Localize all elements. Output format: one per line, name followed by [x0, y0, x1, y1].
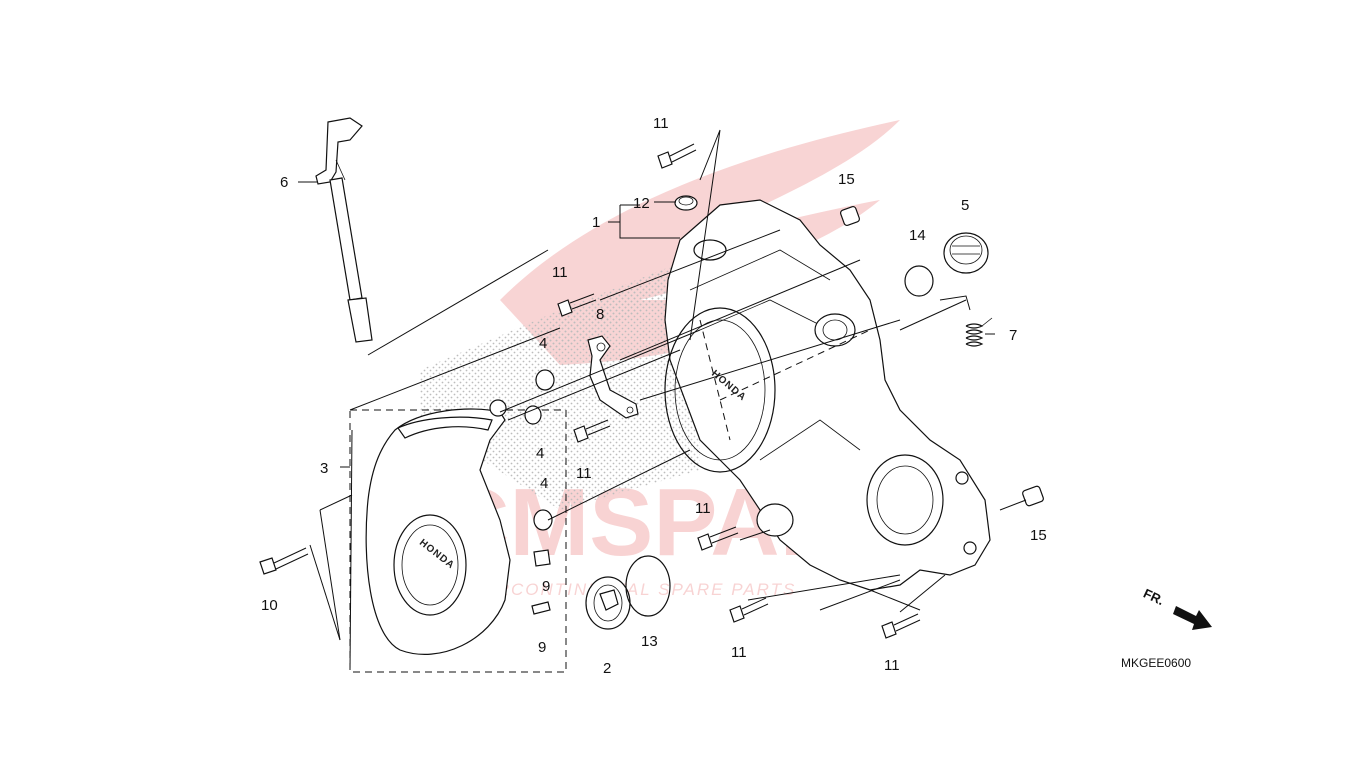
part-4-collars — [524, 369, 555, 531]
front-label: FR. — [1141, 586, 1166, 608]
callout-10: 10 — [261, 597, 278, 614]
callout-9a: 9 — [542, 578, 550, 595]
callout-labels: 1 2 3 4 4 4 5 6 7 8 9 9 10 11 11 11 11 1… — [261, 115, 1047, 677]
part-9-keys — [531, 549, 551, 615]
bolt-11-lower-right — [881, 613, 921, 639]
callout-11-lower-right: 11 — [884, 657, 900, 674]
bolt-11-center — [573, 419, 611, 443]
callout-14: 14 — [909, 227, 926, 244]
part-13-o-ring — [625, 555, 671, 617]
callout-11-center: 11 — [576, 465, 592, 482]
callout-2: 2 — [603, 660, 611, 677]
callout-3: 3 — [320, 460, 328, 477]
callout-12: 12 — [633, 195, 650, 212]
callout-9b: 9 — [538, 639, 546, 656]
part-2-plug — [585, 576, 631, 630]
bolt-11-right — [697, 526, 739, 551]
callout-11-upper-left: 11 — [552, 264, 568, 281]
callout-11-top: 11 — [653, 115, 669, 132]
front-direction-indicator: FR. — [1141, 586, 1212, 630]
callout-11-right: 11 — [695, 500, 711, 517]
leader-lines — [309, 129, 1027, 641]
bolt-10 — [259, 547, 309, 575]
part-5-cap — [943, 232, 989, 274]
part-3-outer-cover: HONDA — [349, 399, 567, 673]
bolts — [259, 143, 921, 639]
part-8-bracket — [587, 335, 639, 419]
callout-8: 8 — [596, 306, 604, 323]
front-arrow-icon — [1173, 606, 1212, 630]
part-15-dowel-lower — [1022, 485, 1044, 507]
callout-11-lower: 11 — [731, 644, 747, 661]
callout-15-lower: 15 — [1030, 527, 1047, 544]
shading — [420, 255, 700, 510]
part-6-shaft — [315, 117, 373, 343]
callout-5: 5 — [961, 197, 969, 214]
part-15-dowel-upper — [839, 205, 861, 227]
part-12-seal — [674, 195, 698, 211]
bolt-11-top — [657, 143, 697, 169]
diagram-code: MKGEE0600 — [1121, 656, 1191, 670]
bolt-11-upper-left — [557, 293, 597, 317]
callout-15-upper: 15 — [838, 171, 855, 188]
part-14-o-ring — [904, 265, 934, 297]
callout-7: 7 — [1009, 327, 1017, 344]
callout-4a: 4 — [539, 335, 547, 352]
callout-6: 6 — [280, 174, 288, 191]
part-7-spring — [965, 317, 993, 347]
bolt-11-lower — [729, 597, 769, 623]
callout-4b: 4 — [536, 445, 544, 462]
callout-4c: 4 — [540, 475, 548, 492]
callout-13: 13 — [641, 633, 658, 650]
callout-1: 1 — [592, 214, 600, 231]
callout-brackets — [298, 181, 995, 671]
